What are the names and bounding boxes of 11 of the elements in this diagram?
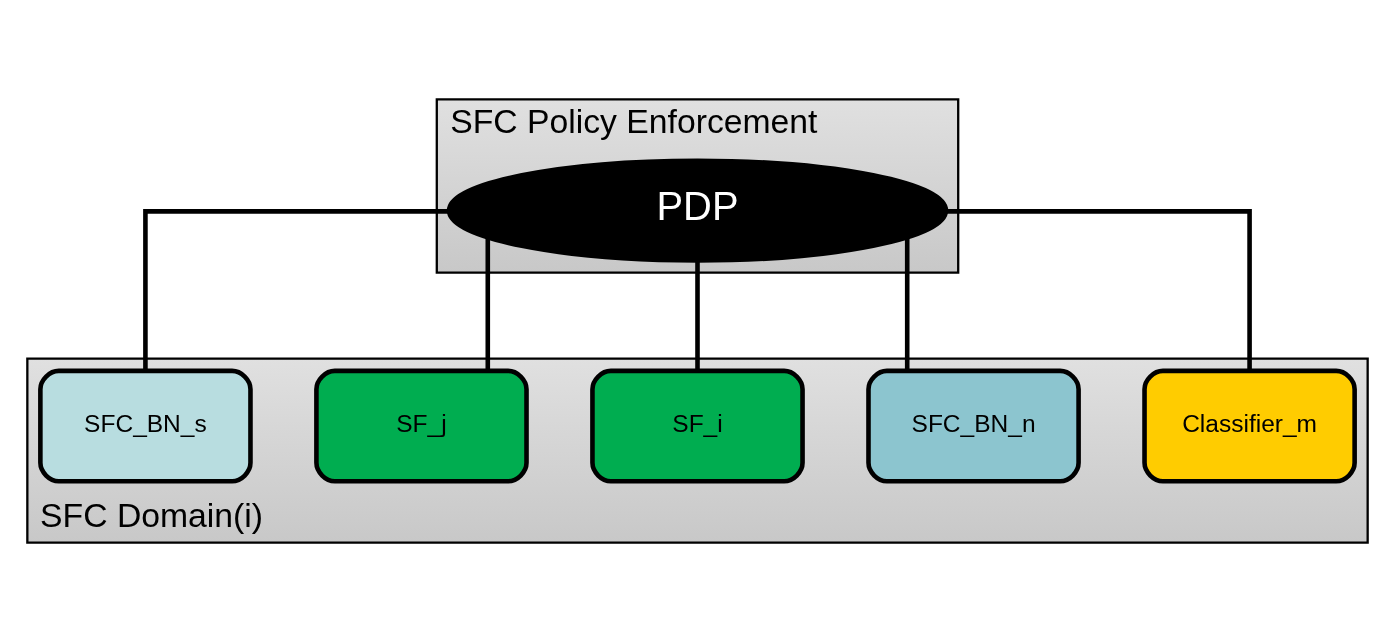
connector xyxy=(695,260,700,370)
node-box: SF_i xyxy=(590,368,805,484)
connector xyxy=(946,208,1252,371)
node-box: Classifier_m xyxy=(1142,368,1357,484)
connector xyxy=(143,208,449,371)
node-box: SF_j xyxy=(314,368,529,484)
connector xyxy=(904,236,910,371)
connector xyxy=(485,236,491,371)
node-box: SFC_BN_s xyxy=(38,368,253,484)
node-box: SFC_BN_n xyxy=(866,368,1081,484)
node-ellipse: PDP xyxy=(446,157,949,263)
